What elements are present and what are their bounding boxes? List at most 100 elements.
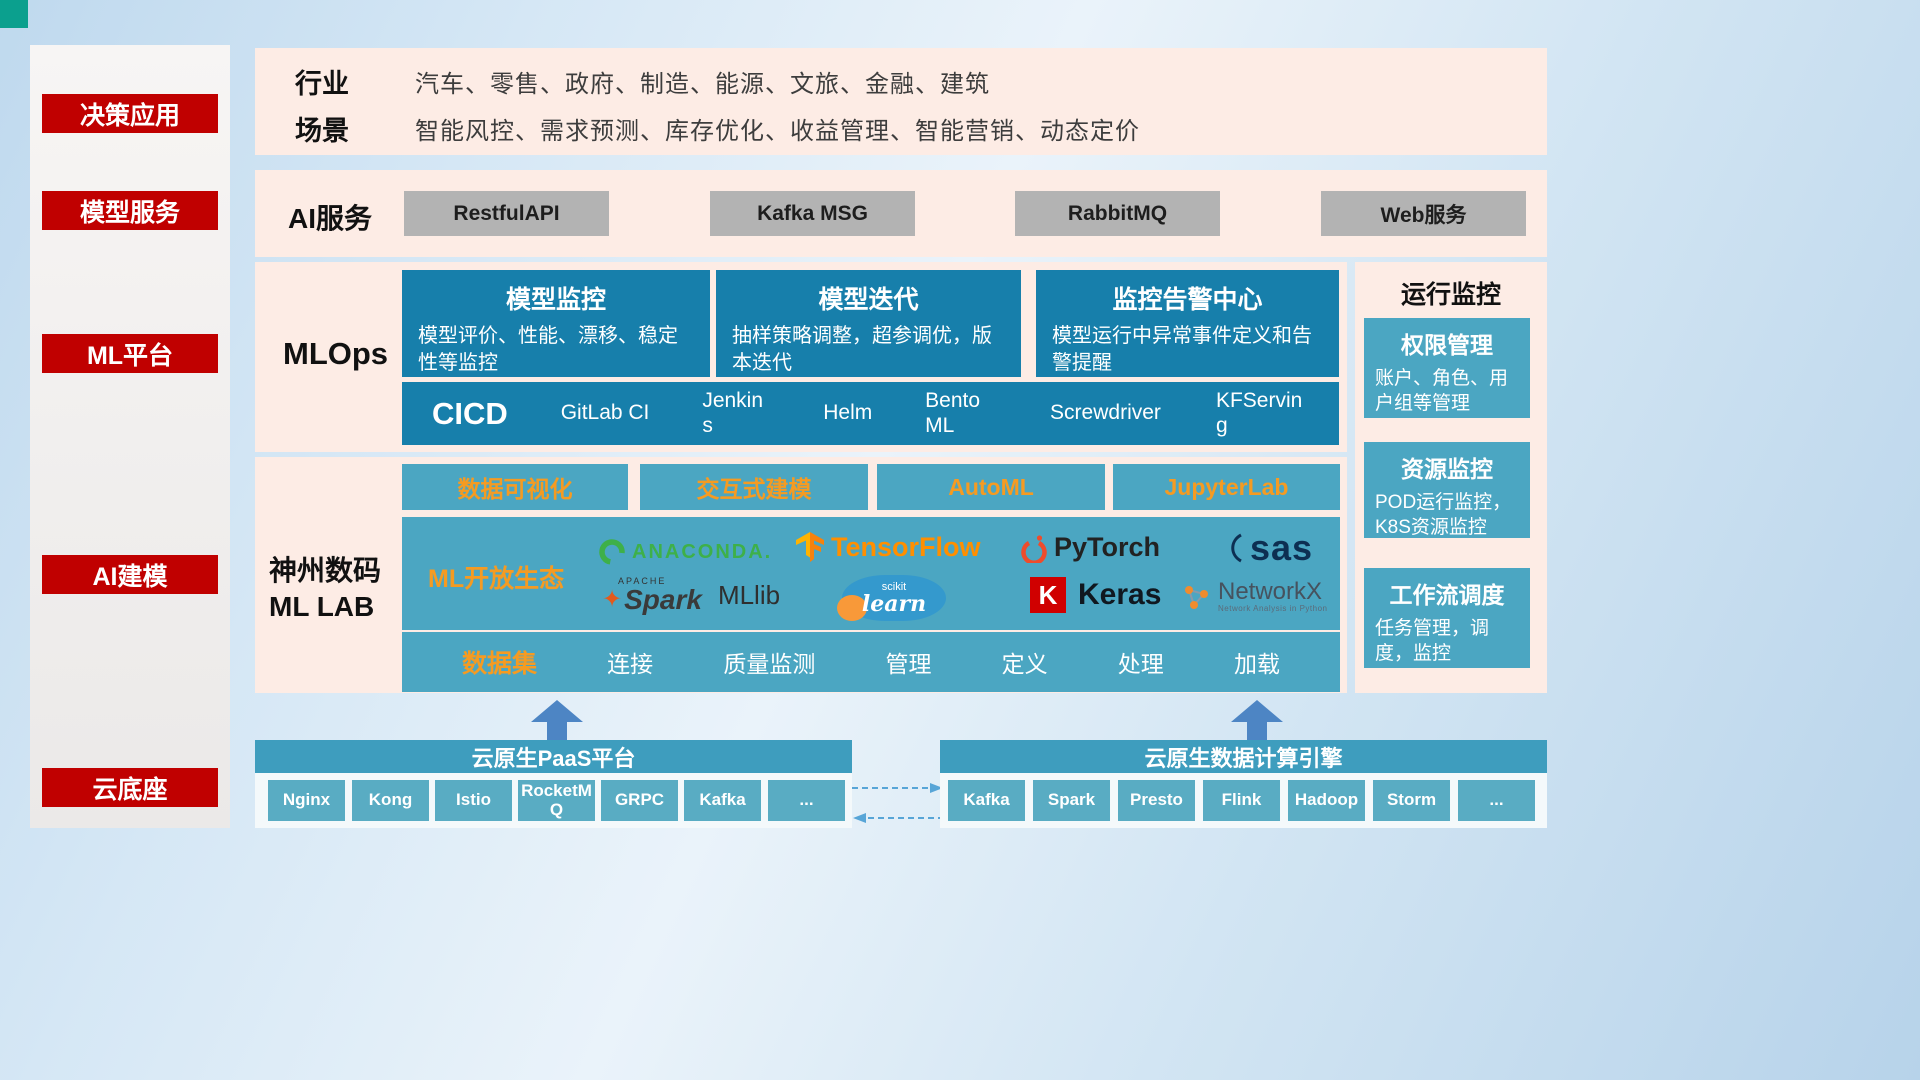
scenario-label: 场景 bbox=[295, 115, 349, 146]
keras-logo: K Keras bbox=[1030, 577, 1161, 613]
cicd-bar: CICD GitLab CI Jenkins Helm BentoML Scre… bbox=[402, 382, 1339, 445]
paas-item-grpc: GRPC bbox=[601, 780, 678, 821]
ai-service-restfulapi: RestfulAPI bbox=[404, 191, 609, 236]
scikit-learn-logo: scikit learn bbox=[837, 575, 946, 621]
dataset-item-define: 定义 bbox=[1001, 651, 1048, 677]
dataset-item-manage: 管理 bbox=[885, 651, 932, 677]
tool-jupyterlab: JupyterLab bbox=[1113, 464, 1340, 510]
paas-item-istio: Istio bbox=[435, 780, 512, 821]
ai-service-rabbitmq: RabbitMQ bbox=[1015, 191, 1220, 236]
cicd-item-gitlab-ci: GitLab CI bbox=[560, 401, 650, 425]
exchange-arrows bbox=[852, 783, 944, 823]
layer-rail: 决策应用 模型服务 ML平台 AI建模 云底座 bbox=[30, 45, 230, 828]
card-desc: 模型运行中异常事件定义和告警提醒 bbox=[1052, 325, 1312, 374]
card-title: 模型监控 bbox=[505, 286, 606, 314]
paas-header: 云原生PaaS平台 bbox=[255, 740, 852, 773]
cicd-item-bentoml: BentoML bbox=[925, 389, 981, 437]
tool-data-visualization: 数据可视化 bbox=[402, 464, 628, 510]
dataset-item-load: 加载 bbox=[1233, 651, 1280, 677]
scenario-value: 智能风控、需求预测、库存优化、收益管理、智能营销、动态定价 bbox=[415, 117, 1140, 145]
engine-item-hadoop: Hadoop bbox=[1288, 780, 1365, 821]
ai-service-panel: AI服务 RestfulAPI Kafka MSG RabbitMQ Web服务 bbox=[255, 170, 1547, 257]
paas-item-kafka: Kafka bbox=[684, 780, 761, 821]
engine-item-kafka: Kafka bbox=[948, 780, 1025, 821]
mllib-wordmark: MLlib bbox=[717, 580, 781, 610]
layer-badge-decision: 决策应用 bbox=[42, 94, 218, 133]
card-title: 监控告警中心 bbox=[1112, 286, 1263, 314]
up-arrow-paas bbox=[531, 700, 583, 740]
card-title: 资源监控 bbox=[1401, 456, 1493, 482]
tensorflow-wordmark: TensorFlow bbox=[831, 531, 981, 562]
dataset-label: 数据集 bbox=[462, 650, 538, 678]
engine-body: Kafka Spark Presto Flink Hadoop Storm ..… bbox=[940, 773, 1547, 828]
card-desc: POD运行监控，K8S资源监控 bbox=[1375, 492, 1512, 539]
scenario-row: 场景 智能风控、需求预测、库存优化、收益管理、智能营销、动态定价 bbox=[295, 108, 1527, 148]
pytorch-logo: PyTorch bbox=[1020, 531, 1160, 563]
dataset-item-connect: 连接 bbox=[607, 651, 654, 677]
mlops-panel: MLOps 模型监控 模型评价、性能、漂移、稳定性等监控 模型迭代 抽样策略调整… bbox=[255, 262, 1347, 452]
dataset-item-process: 处理 bbox=[1117, 651, 1164, 677]
ai-service-web: Web服务 bbox=[1321, 191, 1526, 236]
mon-card-workflow: 工作流调度 任务管理，调度，监控 bbox=[1364, 568, 1530, 668]
ml-ecosystem-label: ML开放生态 bbox=[428, 565, 565, 593]
up-arrow-engine bbox=[1231, 700, 1283, 740]
spark-mllib-logo: APACHE ✦Spark MLlib bbox=[602, 577, 780, 614]
ai-service-kafka-msg: Kafka MSG bbox=[710, 191, 915, 236]
learn-text: learn bbox=[861, 590, 927, 617]
pytorch-icon bbox=[1021, 535, 1047, 563]
spark-icon: ✦ bbox=[602, 586, 623, 613]
ai-service-label: AI服务 bbox=[288, 203, 373, 234]
dataset-bar: 数据集 连接 质量监测 管理 定义 处理 加载 bbox=[402, 632, 1340, 692]
layer-badge-model-service: 模型服务 bbox=[42, 191, 218, 230]
keras-wordmark: Keras bbox=[1078, 578, 1162, 611]
mllab-panel: 神州数码 ML LAB 数据可视化 交互式建模 AutoML JupyterLa… bbox=[255, 457, 1347, 693]
mllab-label: 神州数码 ML LAB bbox=[269, 553, 405, 626]
card-desc: 任务管理，调度，监控 bbox=[1375, 618, 1490, 665]
tool-automl: AutoML bbox=[877, 464, 1105, 510]
cicd-label: CICD bbox=[432, 395, 508, 431]
cicd-item-jenkins: Jenkins bbox=[702, 389, 764, 437]
sas-wordmark: sas bbox=[1250, 527, 1314, 568]
spark-apache-text: APACHE bbox=[618, 576, 667, 586]
industry-value: 汽车、零售、政府、制造、能源、文旅、金融、建筑 bbox=[415, 70, 990, 98]
keras-icon: K bbox=[1030, 577, 1066, 613]
cicd-item-screwdriver: Screwdriver bbox=[1050, 401, 1161, 425]
runtime-monitoring-panel: 运行监控 权限管理 账户、角色、用户组等管理 资源监控 POD运行监控，K8S资… bbox=[1355, 262, 1547, 693]
paas-item-rocketmq: RocketMQ bbox=[518, 780, 595, 821]
mllab-label-line1: 神州数码 bbox=[269, 555, 382, 586]
cicd-item-helm: Helm bbox=[823, 401, 873, 425]
tensorflow-logo: TensorFlow bbox=[795, 531, 981, 563]
card-title: 工作流调度 bbox=[1389, 582, 1505, 608]
card-desc: 抽样策略调整，超参调优，版本迭代 bbox=[732, 325, 992, 374]
dataset-item-quality: 质量监测 bbox=[723, 651, 816, 677]
engine-item-storm: Storm bbox=[1373, 780, 1450, 821]
tensorflow-icon bbox=[796, 532, 824, 562]
layer-badge-cloud-base: 云底座 bbox=[42, 768, 218, 807]
paas-item-kong: Kong bbox=[352, 780, 429, 821]
spark-text: Spark bbox=[624, 584, 702, 615]
mlops-card-model-monitoring: 模型监控 模型评价、性能、漂移、稳定性等监控 bbox=[402, 270, 710, 377]
ml-ecosystem-box: ML开放生态 ANACONDA. TensorFlow PyTorch bbox=[402, 517, 1340, 630]
engine-item-flink: Flink bbox=[1203, 780, 1280, 821]
networkx-wordmark: NetworkX bbox=[1218, 578, 1323, 605]
sas-swoosh-icon bbox=[1231, 533, 1242, 563]
paas-item-nginx: Nginx bbox=[268, 780, 345, 821]
engine-item-more: ... bbox=[1458, 780, 1535, 821]
card-title: 权限管理 bbox=[1401, 332, 1493, 358]
industry-label: 行业 bbox=[295, 68, 349, 99]
corner-accent bbox=[0, 0, 28, 28]
networkx-logo: NetworkX Network Analysis in Python bbox=[1182, 578, 1328, 614]
industry-panel: 行业 汽车、零售、政府、制造、能源、文旅、金融、建筑 场景 智能风控、需求预测、… bbox=[255, 48, 1547, 155]
industry-row: 行业 汽车、零售、政府、制造、能源、文旅、金融、建筑 bbox=[295, 61, 1527, 101]
anaconda-wordmark: ANACONDA. bbox=[632, 540, 773, 563]
mon-card-permissions: 权限管理 账户、角色、用户组等管理 bbox=[1364, 318, 1530, 418]
card-desc: 模型评价、性能、漂移、稳定性等监控 bbox=[418, 325, 678, 374]
mllab-label-line2: ML LAB bbox=[269, 591, 375, 623]
networkx-subtitle: Network Analysis in Python bbox=[1218, 604, 1328, 614]
engine-header: 云原生数据计算引擎 bbox=[940, 740, 1547, 773]
pytorch-wordmark: PyTorch bbox=[1054, 531, 1161, 562]
networkx-icon bbox=[1185, 585, 1208, 609]
cicd-item-kfserving: KFServing bbox=[1215, 389, 1303, 437]
scikit-text: scikit bbox=[881, 580, 907, 593]
